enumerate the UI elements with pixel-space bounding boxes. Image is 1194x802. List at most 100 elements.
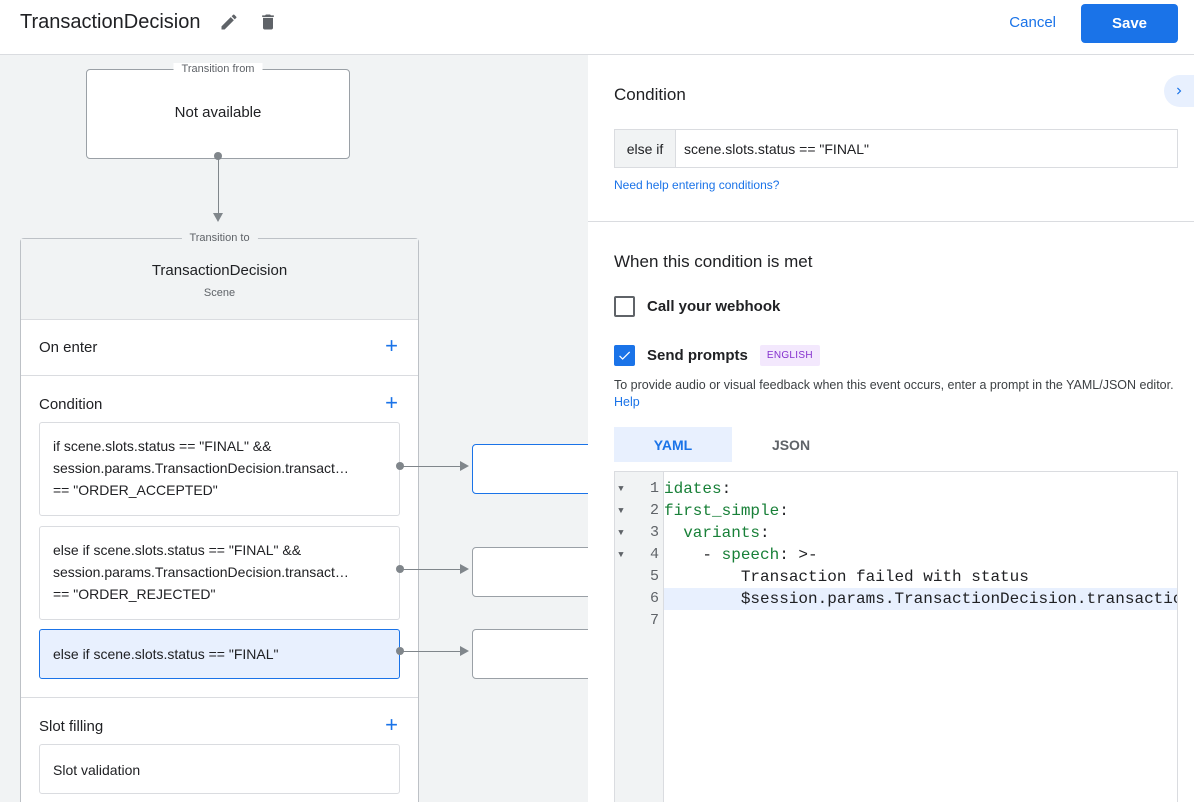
code-line[interactable]: ▼ 3 variants: bbox=[615, 522, 1177, 544]
collapse-panel-button[interactable] bbox=[1164, 75, 1194, 107]
slot-validation-card[interactable]: Slot validation bbox=[39, 744, 400, 794]
arrow-right-icon bbox=[460, 646, 469, 656]
save-button[interactable]: Save bbox=[1081, 4, 1178, 43]
condition-card-1[interactable]: if scene.slots.status == "FINAL" && sess… bbox=[39, 422, 400, 516]
code-text: $session.params.TransactionDecision.tran… bbox=[664, 588, 1177, 610]
trash-icon[interactable] bbox=[257, 11, 279, 33]
code-line[interactable]: 6 $session.params.TransactionDecision.tr… bbox=[615, 588, 1177, 610]
code-line[interactable]: ▼ 4 - speech: >- bbox=[615, 544, 1177, 566]
code-line[interactable]: 7 bbox=[615, 610, 1177, 632]
editor-tabs: YAML JSON bbox=[614, 427, 850, 462]
line-number: 3 bbox=[649, 524, 659, 541]
yaml-key: variants bbox=[683, 524, 761, 542]
condition-label: Condition bbox=[39, 396, 103, 413]
line-number: 7 bbox=[649, 612, 659, 629]
yaml-key: speech bbox=[721, 546, 780, 564]
condition-connector bbox=[400, 569, 462, 570]
condition-input-group: else if scene.slots.status == "FINAL" bbox=[614, 129, 1178, 168]
code-text bbox=[664, 610, 1177, 632]
transition-from-legend: Transition from bbox=[173, 63, 263, 75]
condition-prefix: else if bbox=[615, 130, 676, 167]
arrow-down-icon bbox=[213, 213, 223, 222]
add-condition-icon[interactable]: + bbox=[385, 390, 398, 415]
tab-json[interactable]: JSON bbox=[771, 436, 811, 453]
transition-connector bbox=[218, 156, 219, 216]
line-number: 6 bbox=[649, 590, 659, 607]
prompt-description: To provide audio or visual feedback when… bbox=[614, 377, 1174, 411]
line-number: 1 bbox=[649, 480, 659, 497]
fold-arrow-icon[interactable]: ▼ bbox=[618, 484, 624, 494]
transition-from-value: Not available bbox=[174, 104, 262, 121]
condition-text: == "ORDER_REJECTED" bbox=[53, 586, 216, 602]
slot-validation-label: Slot validation bbox=[53, 762, 141, 778]
condition-help-link[interactable]: Need help entering conditions? bbox=[614, 178, 780, 192]
fold-arrow-icon[interactable]: ▼ bbox=[618, 506, 624, 516]
on-enter-section[interactable]: On enter + bbox=[21, 320, 418, 376]
add-slot-icon[interactable]: + bbox=[385, 712, 398, 737]
fold-arrow-icon[interactable]: ▼ bbox=[618, 550, 624, 560]
page-title: TransactionDecision bbox=[20, 11, 201, 33]
condition-panel: Condition else if scene.slots.status == … bbox=[588, 55, 1194, 802]
code-line[interactable]: 5 Transaction failed with status bbox=[615, 566, 1177, 588]
fold-arrow-icon[interactable]: ▼ bbox=[618, 528, 624, 538]
arrow-right-icon bbox=[460, 461, 469, 471]
language-chip: ENGLISH bbox=[759, 345, 820, 366]
condition-connector bbox=[400, 466, 462, 467]
transition-from-box: Transition from Not available bbox=[86, 63, 350, 159]
slot-filling-section: Slot filling + Slot validation bbox=[21, 698, 418, 802]
met-heading: When this condition is met bbox=[614, 252, 813, 271]
on-enter-label: On enter bbox=[39, 339, 98, 356]
code-line[interactable]: ▼ 2 first_simple: bbox=[615, 500, 1177, 522]
yaml-key: first_simple bbox=[664, 502, 780, 520]
code-text: idates: bbox=[664, 480, 732, 498]
top-bar: TransactionDecision Cancel Save bbox=[0, 0, 1194, 55]
scene-header: Transition to TransactionDecision Scene bbox=[21, 232, 418, 320]
condition-card-2[interactable]: else if scene.slots.status == "FINAL" &&… bbox=[39, 526, 400, 620]
prompts-checkbox[interactable] bbox=[614, 345, 635, 366]
line-number: 2 bbox=[649, 502, 659, 519]
scene-name: TransactionDecision bbox=[151, 262, 288, 279]
condition-input[interactable]: scene.slots.status == "FINAL" bbox=[684, 140, 870, 157]
condition-heading: Condition bbox=[614, 85, 686, 104]
transition-to-legend: Transition to bbox=[181, 232, 258, 244]
add-on-enter-icon[interactable]: + bbox=[385, 333, 398, 358]
condition-text: if scene.slots.status == "FINAL" && bbox=[53, 438, 272, 454]
prompt-description-text: To provide audio or visual feedback when… bbox=[614, 378, 1174, 392]
condition-text: session.params.TransactionDecision.trans… bbox=[53, 460, 349, 476]
scene-card: Transition to TransactionDecision Scene … bbox=[20, 232, 419, 802]
check-icon bbox=[619, 351, 631, 360]
condition-connector bbox=[400, 651, 462, 652]
condition-section: Condition + if scene.slots.status == "FI… bbox=[21, 376, 418, 698]
flow-canvas: Transition from Not available Transition… bbox=[0, 55, 588, 802]
yaml-key: idates bbox=[664, 480, 722, 498]
condition-text: == "ORDER_ACCEPTED" bbox=[53, 482, 218, 498]
webhook-row: Call your webhook bbox=[614, 296, 780, 317]
condition-card-3[interactable]: else if scene.slots.status == "FINAL" bbox=[39, 629, 400, 679]
divider bbox=[588, 221, 1194, 222]
cancel-button[interactable]: Cancel bbox=[1009, 10, 1056, 34]
prompts-row: Send prompts ENGLISH bbox=[614, 345, 820, 366]
help-link[interactable]: Help bbox=[614, 395, 640, 409]
transition-target-box[interactable] bbox=[472, 547, 588, 597]
condition-text: else if scene.slots.status == "FINAL" bbox=[53, 646, 279, 662]
scene-type: Scene bbox=[203, 287, 236, 299]
webhook-label: Call your webhook bbox=[647, 298, 781, 315]
tab-yaml[interactable]: YAML bbox=[614, 427, 732, 462]
chevron-right-icon bbox=[1177, 87, 1182, 95]
prompts-label: Send prompts bbox=[647, 347, 748, 364]
code-text: first_simple: bbox=[664, 502, 789, 520]
code-text: - speech: >- bbox=[664, 546, 818, 564]
slot-filling-label: Slot filling bbox=[39, 718, 104, 735]
line-number: 5 bbox=[649, 568, 659, 585]
condition-text: session.params.TransactionDecision.trans… bbox=[53, 564, 349, 580]
code-line[interactable]: ▼ 1 idates: bbox=[615, 478, 1177, 500]
transition-target-box[interactable] bbox=[472, 629, 588, 679]
code-text: variants: bbox=[683, 524, 770, 542]
code-editor[interactable]: ▼ 1 idates: ▼ 2 first_simple: ▼ 3 variants: ▼ 4 -… bbox=[614, 471, 1178, 802]
pencil-icon[interactable] bbox=[218, 11, 240, 33]
transition-target-box[interactable] bbox=[472, 444, 588, 494]
webhook-checkbox[interactable] bbox=[614, 296, 635, 317]
arrow-right-icon bbox=[460, 564, 469, 574]
line-number: 4 bbox=[649, 546, 659, 563]
editor-gutter bbox=[615, 472, 664, 802]
